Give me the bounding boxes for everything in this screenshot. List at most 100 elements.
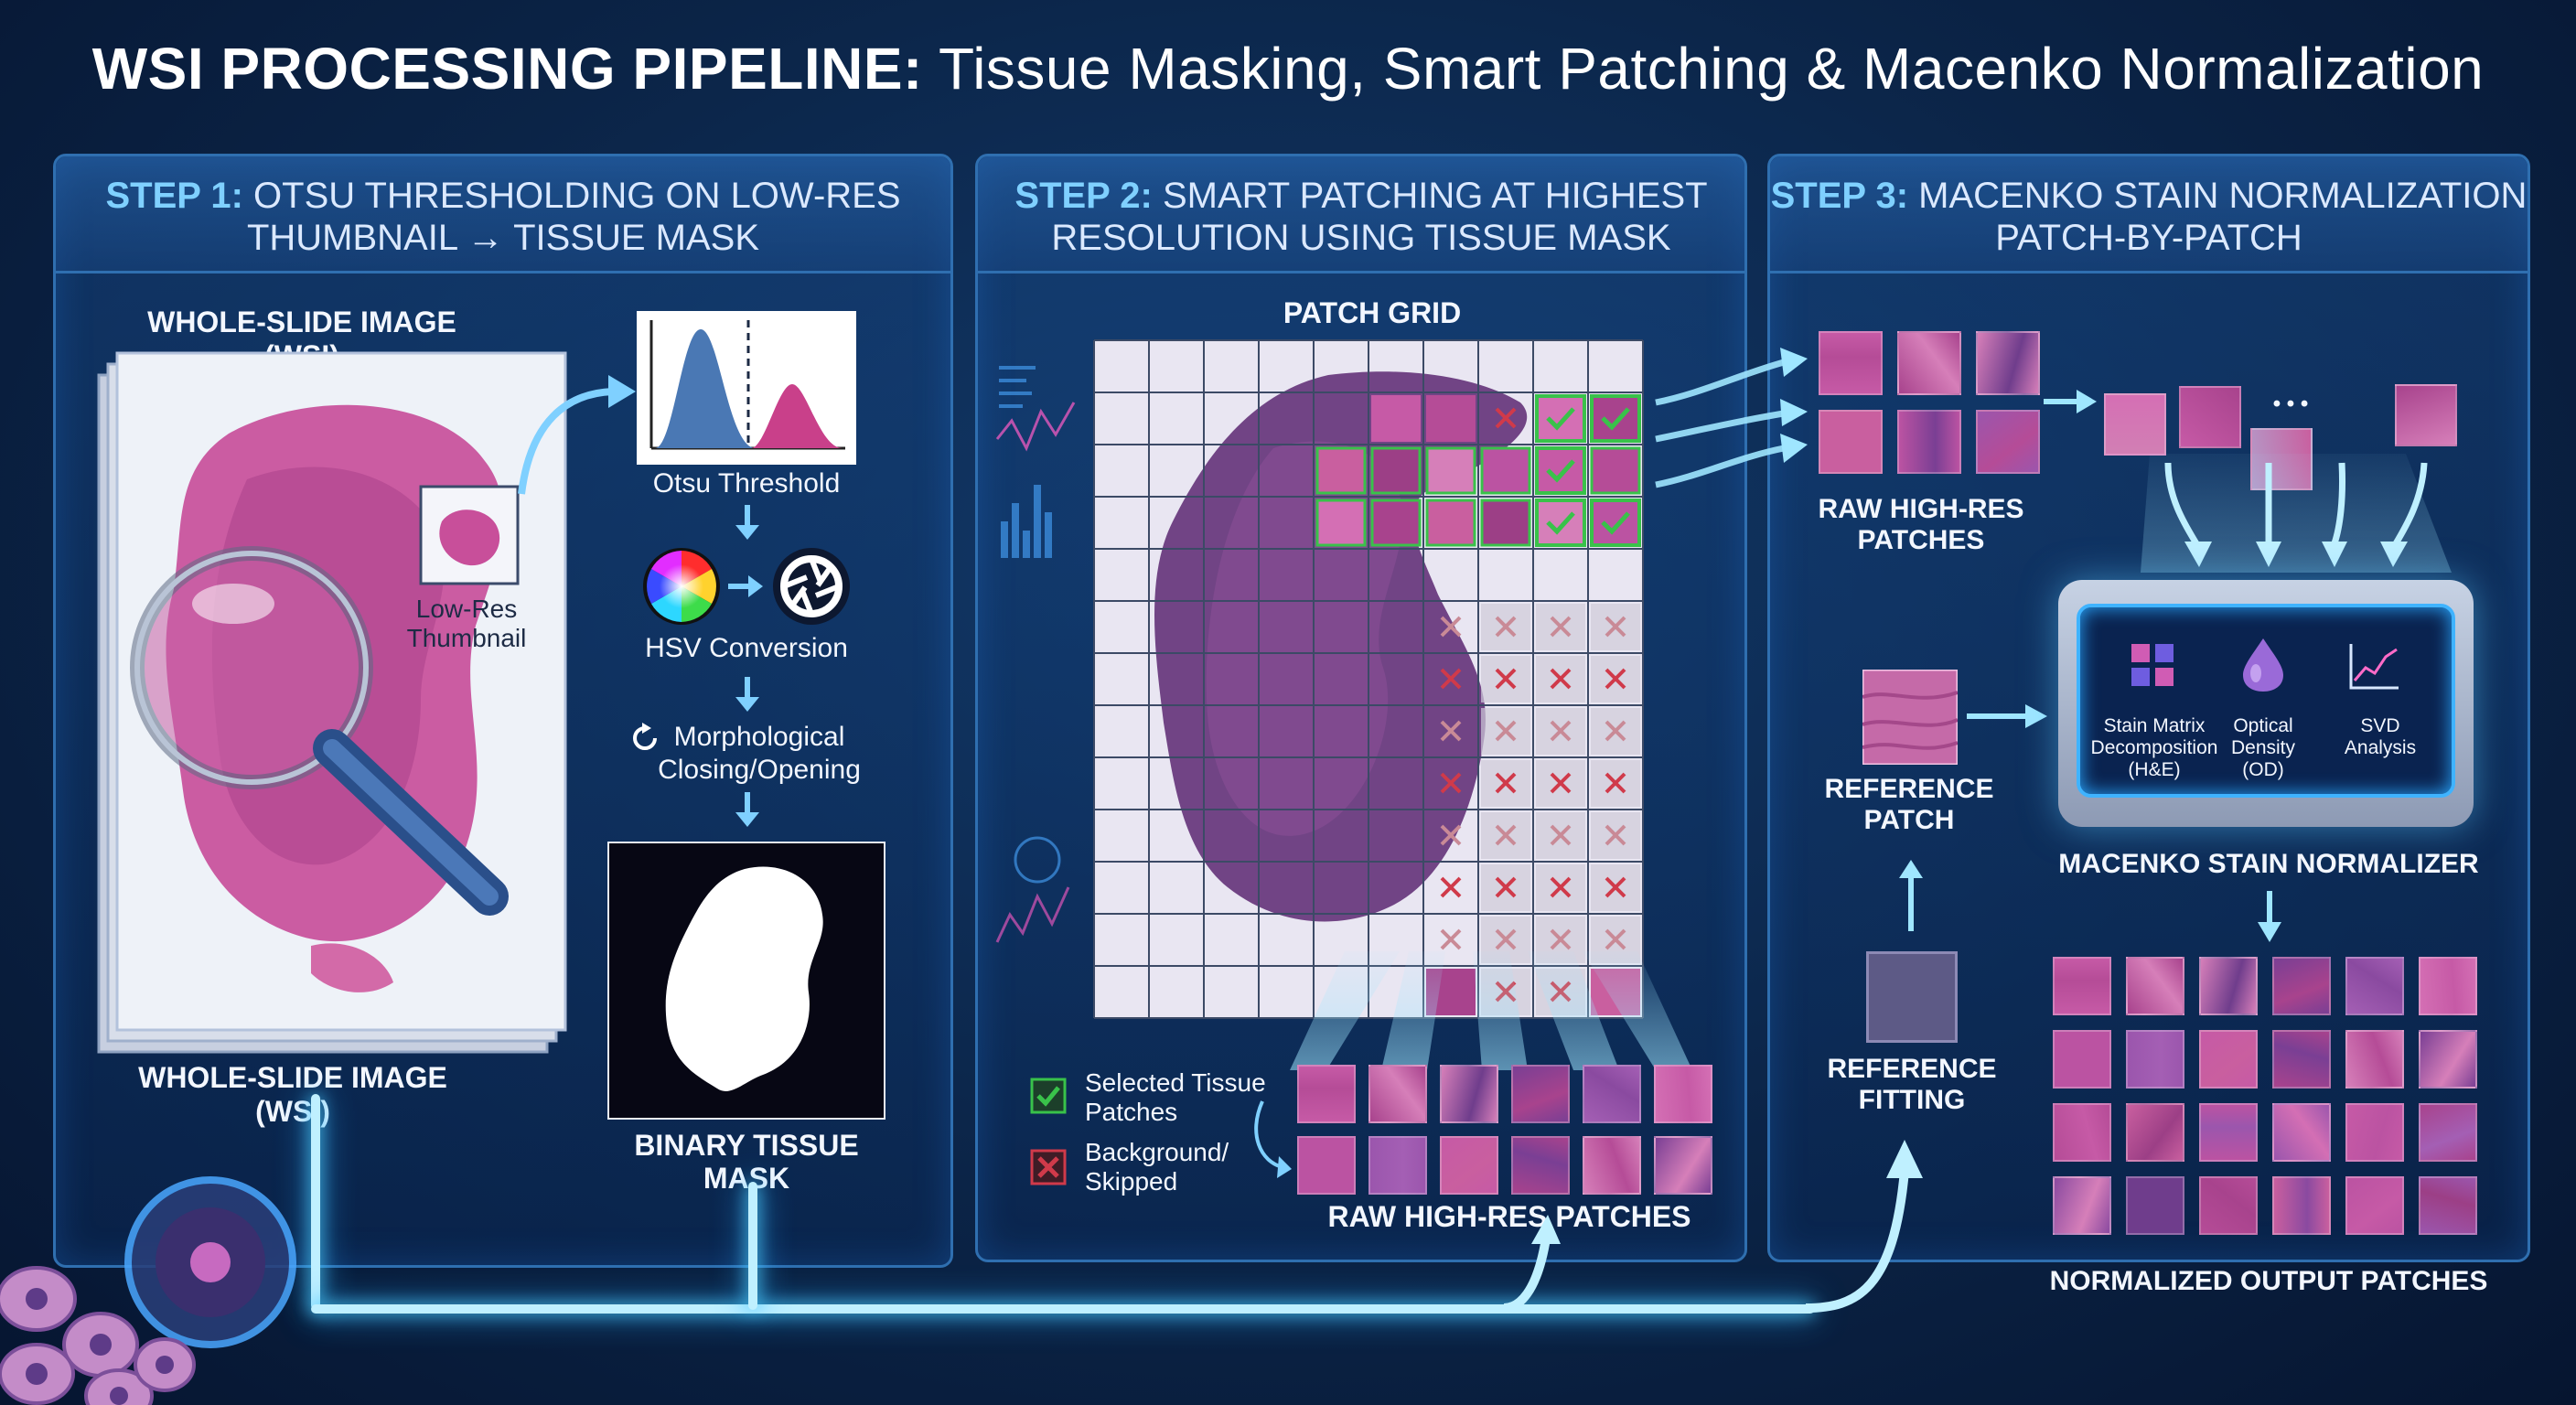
ref-to-normalizer-arrow-icon	[1967, 704, 2047, 728]
mask-label: BINARY TISSUE MASK	[607, 1129, 886, 1195]
patch-tile	[2272, 1176, 2331, 1235]
decorative-chart-icon	[995, 366, 1076, 943]
patch-tile	[1897, 410, 1961, 474]
magnifier-icon	[130, 546, 509, 916]
patch-queue	[2104, 384, 2470, 494]
reference-patch-line1: REFERENCE	[1824, 774, 1994, 804]
patch-tile	[1440, 1136, 1498, 1195]
title-bold: WSI PROCESSING PIPELINE:	[91, 36, 923, 102]
thumbnail-box	[419, 485, 520, 585]
output-label: NORMALIZED OUTPUT PATCHES	[2049, 1266, 2488, 1296]
patch-tile	[1654, 1136, 1712, 1195]
stain-matrix-label: Stain Matrix Decomposition (H&E)	[2086, 715, 2223, 781]
patch-tile	[2419, 1176, 2477, 1235]
patch-tile	[2199, 1176, 2258, 1235]
patch-tile	[1511, 1136, 1570, 1195]
right-arrow-icon	[728, 575, 763, 597]
step2-head-line2: RESOLUTION USING TISSUE MASK	[1051, 218, 1671, 258]
patch-tile	[1819, 331, 1883, 395]
aperture-icon	[773, 548, 850, 625]
patch-tile	[2419, 1103, 2477, 1162]
down-arrow-icon	[735, 505, 759, 540]
step3-raw-patches	[1819, 331, 2040, 477]
patch-tile	[1819, 410, 1883, 474]
patch-tile	[2126, 1103, 2184, 1162]
selected-check-icon	[1030, 1078, 1067, 1114]
title-rest: Tissue Masking, Smart Patching & Macenko…	[922, 36, 2485, 102]
step2-header: STEP 2: SMART PATCHING AT HIGHEST RESOLU…	[978, 156, 1744, 273]
step1-header: STEP 1: OTSU THRESHOLDING ON LOW-RES THU…	[56, 156, 950, 273]
histogram-icon	[637, 311, 856, 465]
legend-selected-text: Selected Tissue Patches	[1085, 1068, 1268, 1127]
patch-tile	[1368, 1065, 1427, 1123]
morph-label-line2: Closing/Opening	[658, 755, 861, 785]
legend-bg-text: Background/ Skipped	[1085, 1138, 1268, 1196]
thumbnail-label-line2: Thumbnail	[406, 624, 527, 652]
normalizer-screen	[2077, 604, 2455, 798]
refresh-icon	[633, 723, 657, 750]
mask-label-line1: BINARY TISSUE	[634, 1129, 859, 1162]
reference-patch-line2: PATCH	[1863, 805, 1955, 835]
svd-line2: Analysis	[2344, 737, 2417, 758]
patch-tile	[2053, 1176, 2111, 1235]
binary-mask-image	[607, 842, 886, 1120]
step3-head-line2: PATCH-BY-PATCH	[1995, 218, 2302, 258]
svd-label: SVD Analysis	[2334, 715, 2426, 759]
flow-line-horizontal	[311, 1304, 1815, 1314]
od-line2: Density	[2230, 737, 2296, 758]
step3-raw-label-line2: PATCHES	[1857, 525, 1985, 555]
down-arrow-icon-2	[735, 677, 759, 712]
patch-tile	[1511, 1065, 1570, 1123]
step1-label: STEP 1:	[105, 176, 243, 216]
patch-tile	[2419, 957, 2477, 1015]
grid-to-raw-arrows-icon	[1655, 348, 1808, 488]
patch-tile	[2053, 1103, 2111, 1162]
flow-arrow-up-fitting-icon	[1805, 1140, 1923, 1313]
otsu-label: Otsu Threshold	[652, 468, 841, 499]
od-line3: (OD)	[2242, 759, 2284, 780]
patch-tile	[2126, 957, 2184, 1015]
queue-to-normalizer-arrows-icon	[2141, 454, 2452, 573]
legend-selected-line1: Selected Tissue	[1085, 1068, 1266, 1097]
queue-patch-tile	[2179, 386, 2241, 448]
queue-patch-tile	[2395, 384, 2457, 446]
patch-tile	[1368, 1136, 1427, 1195]
patch-tile	[1297, 1065, 1356, 1123]
patch-tile	[2345, 957, 2404, 1015]
patch-tile	[2126, 1176, 2184, 1235]
thumbnail-label-line1: Low-Res	[415, 595, 518, 623]
patch-tile	[2272, 1103, 2331, 1162]
step3-head-line1: MACENKO STAIN NORMALIZATION	[1908, 176, 2528, 216]
patch-tile	[2272, 957, 2331, 1015]
up-arrow-icon	[1899, 860, 1923, 931]
queue-patch-tile	[2104, 393, 2166, 456]
patch-tile	[2345, 1176, 2404, 1235]
color-wheel-icon	[643, 548, 720, 625]
light-beams	[1290, 951, 1692, 1070]
droplet-icon	[2243, 638, 2283, 692]
mask-label-line2: MASK	[703, 1162, 790, 1195]
step3-label: STEP 3:	[1770, 176, 1909, 216]
svd-line1: SVD	[2360, 715, 2400, 736]
patch-tile	[2345, 1103, 2404, 1162]
step3-raw-label-line1: RAW HIGH-RES	[1818, 494, 2024, 524]
patch-tile	[1297, 1136, 1356, 1195]
reference-patch-image	[1862, 670, 1958, 765]
step1-head-line2: THUMBNAIL → TISSUE MASK	[246, 218, 760, 258]
normalizer-down-arrow-icon	[2258, 891, 2281, 942]
stain-matrix-line2: Decomposition	[2090, 737, 2218, 758]
patch-tile	[1440, 1065, 1498, 1123]
flow-line-vertical-2	[748, 1182, 757, 1310]
thumbnail-label: Low-Res Thumbnail	[393, 595, 540, 653]
skipped-x-icon	[1030, 1149, 1067, 1185]
reference-fitting-line2: FITTING	[1858, 1085, 1966, 1115]
patch-tile	[1976, 410, 2040, 474]
patch-grid	[1093, 339, 1644, 1019]
patch-tile	[2345, 1030, 2404, 1089]
svd-chart-icon	[2349, 644, 2399, 690]
raw-patches-grid	[1297, 1065, 1722, 1195]
patch-tile	[1654, 1065, 1712, 1123]
down-arrow-icon-3	[735, 792, 759, 827]
reference-patch-label: REFERENCE PATCH	[1793, 774, 2025, 836]
reference-fitting-label: REFERENCE FITTING	[1793, 1054, 2031, 1116]
